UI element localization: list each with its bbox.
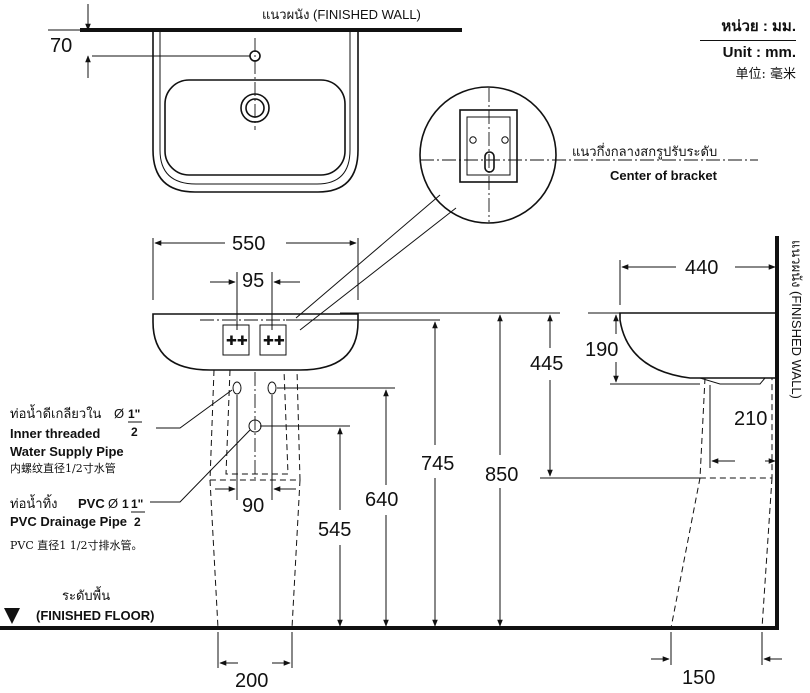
pedestal-inner xyxy=(225,369,289,475)
pedestal-upper xyxy=(209,369,301,481)
drain-chinese: PVC 直径1 1/2寸排水管。 xyxy=(10,538,142,552)
bracket-screw-left xyxy=(469,136,477,144)
drain-english: PVC Drainage Pipe xyxy=(10,514,127,529)
basin-rim-top xyxy=(159,30,351,185)
callout-leader-2 xyxy=(299,207,457,331)
supply-english-1: Inner threaded xyxy=(10,426,100,441)
basin-front xyxy=(152,313,359,371)
floor-marker-icon xyxy=(4,608,20,624)
supply-size-den: 2 xyxy=(131,425,138,439)
dim-200: 200 xyxy=(235,670,268,692)
top-wall-label: แนวผนัง (FINISHED WALL) xyxy=(262,7,421,22)
front-bracket-left xyxy=(222,324,250,356)
bracket-cross-right: ✚✚ xyxy=(263,333,285,348)
dim-550: 550 xyxy=(232,233,265,255)
pedestal-side-upper xyxy=(699,377,773,479)
dim-90: 90 xyxy=(242,495,264,517)
unit-block: หน่วย : มม. Unit : mm. 单位: 毫米 xyxy=(700,14,796,82)
drain-size-den: 2 xyxy=(134,515,141,529)
floor-label-en: (FINISHED FLOOR) xyxy=(36,608,154,623)
unit-thai: หน่วย : มม. xyxy=(700,14,796,41)
supply-size-num: 1" xyxy=(128,407,140,421)
basin-side xyxy=(619,312,778,379)
floor-label-thai: ระดับพื้น xyxy=(62,586,110,603)
dim-95: 95 xyxy=(242,270,264,292)
basin-bowl-top xyxy=(164,79,346,176)
supply-chinese: 内螺纹直径1/2寸水管 xyxy=(10,461,116,475)
pedestal-lower xyxy=(209,479,301,629)
drain-symbol: Ø xyxy=(108,496,118,511)
side-view: แนวผนัง (FINISHED WALL) 440 190 445 210 … xyxy=(530,236,804,689)
supply-thai: ท่อน้ำดีเกลียวใน xyxy=(10,404,102,421)
drain-thai: ท่อน้ำทิ้ง xyxy=(10,494,57,511)
supply-english-2: Water Supply Pipe xyxy=(10,444,124,459)
bracket-label-thai: แนวกึ่งกลางสกรูปรับระดับ xyxy=(572,143,717,160)
dim-850: 850 xyxy=(485,464,518,486)
front-bracket-right xyxy=(259,324,287,356)
supply-leader xyxy=(156,389,233,429)
dim-445: 445 xyxy=(530,353,563,375)
dim-190: 190 xyxy=(585,339,618,361)
bracket-cross-left: ✚✚ xyxy=(226,333,248,348)
bracket-slot xyxy=(484,151,495,173)
front-view: 550 95 ✚✚ ✚✚ 90 ระดับพื้น (FINI xyxy=(0,233,776,692)
callout-leader-1 xyxy=(295,194,441,319)
drain-leader xyxy=(150,429,251,503)
dim-545: 545 xyxy=(318,519,351,541)
dim-745: 745 xyxy=(421,453,454,475)
supply-symbol: Ø xyxy=(114,406,124,421)
top-view: แนวผนัง (FINISHED WALL) 70 xyxy=(48,4,462,193)
supply-pipe-label: ท่อน้ำดีเกลียวใน Ø 1" 2 Inner threaded W… xyxy=(10,389,233,475)
dim-150: 150 xyxy=(682,667,715,689)
callout-circle xyxy=(419,86,557,224)
supply-pipe-right xyxy=(267,381,277,395)
bracket-plate-inner xyxy=(466,116,511,176)
supply-pipe-left xyxy=(232,381,242,395)
side-wall-label: แนวผนัง (FINISHED WALL) xyxy=(789,240,804,399)
drain-size-num: 1" xyxy=(131,497,143,511)
bracket-screw-right xyxy=(501,136,509,144)
trap-side xyxy=(699,377,766,385)
dim-440: 440 xyxy=(685,257,718,279)
bracket-label-english: Center of bracket xyxy=(610,168,718,183)
dim-210: 210 xyxy=(734,408,767,430)
unit-english: Unit : mm. xyxy=(722,44,796,61)
dim-640: 640 xyxy=(365,489,398,511)
bracket-callout: แนวกึ่งกลางสกรูปรับระดับ Center of brack… xyxy=(295,86,758,331)
drain-size-whole: 1 xyxy=(122,497,129,511)
unit-chinese: 单位: 毫米 xyxy=(735,67,796,82)
bracket-plate xyxy=(459,109,518,183)
drain-type: PVC xyxy=(78,496,105,511)
drain-pipe-label: ท่อน้ำทิ้ง PVC Ø 1 1" 2 PVC Drainage Pip… xyxy=(10,429,251,552)
basin-outline-top xyxy=(152,30,359,193)
pedestal-side-lower xyxy=(670,477,773,629)
dim-70: 70 xyxy=(50,35,72,57)
